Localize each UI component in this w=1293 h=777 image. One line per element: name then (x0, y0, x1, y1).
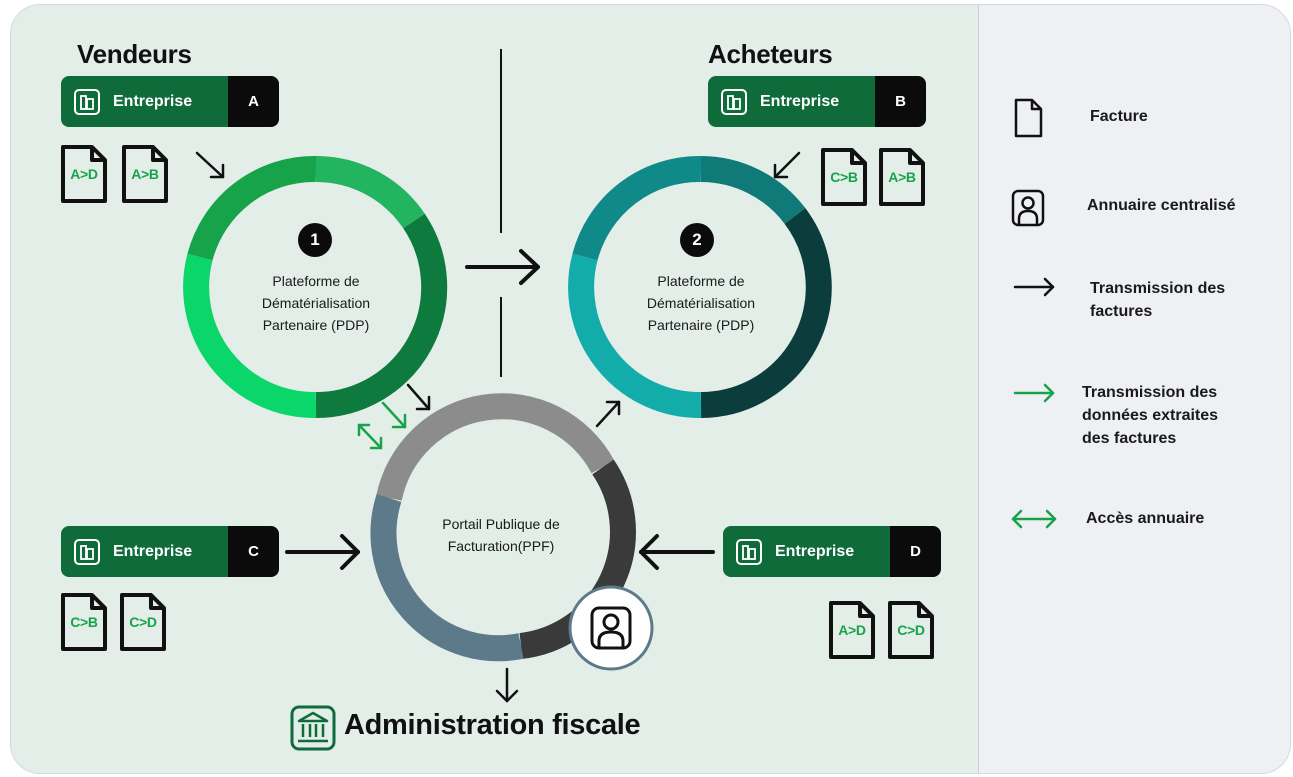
invoice-doc-b2: A>B (878, 147, 926, 207)
company-b: Entreprise B (708, 76, 926, 127)
company-a-letter: A (228, 76, 279, 127)
directory-badge (568, 585, 654, 671)
pdp2-number-badge: 2 (680, 223, 714, 257)
doc-label: A>B (888, 169, 916, 185)
ppf-ring (370, 393, 636, 662)
document-icon (879, 148, 925, 206)
company-a-label: Entreprise (113, 92, 193, 110)
building-icon (74, 88, 100, 115)
pdp2-ring (568, 155, 832, 419)
arrow-c-ppf (285, 534, 360, 570)
legend-transmission-factures: Transmission des factures (1090, 280, 1226, 320)
arrow-pdp1-pdp2 (465, 249, 540, 285)
doc-label: C>B (830, 169, 858, 185)
invoice-doc-c2: C>D (119, 592, 167, 652)
legend-acces-annuaire: Accès annuaire (1086, 510, 1205, 527)
doc-label: A>D (70, 166, 98, 182)
diagram-area: Vendeurs Acheteurs Entreprise A (11, 5, 977, 773)
arrow-d-ppf (639, 534, 715, 570)
document-icon (122, 145, 168, 203)
invoice-doc-a1: A>D (60, 144, 108, 204)
doc-label: C>D (129, 614, 157, 630)
doc-label: C>D (897, 622, 925, 638)
invoice-doc-d1: A>D (828, 600, 876, 660)
arrow-ppf-admin (495, 667, 519, 703)
arrow-a-pdp1 (195, 151, 225, 179)
green-arrow-pdp1-ppf (381, 401, 407, 429)
doc-label: A>D (838, 622, 866, 638)
invoice-doc-c1: C>B (60, 592, 108, 652)
rings-layer (183, 151, 832, 751)
document-icon (120, 593, 166, 651)
legend-facture: Facture (1090, 108, 1148, 125)
company-b-letter: B (875, 76, 926, 127)
green-double-arrow (357, 423, 383, 450)
document-icon (888, 601, 934, 659)
legend-double-arrow-icon (1011, 509, 1057, 529)
company-b-label: Entreprise (760, 92, 840, 110)
legend-icons (1011, 98, 1057, 529)
document-icon (821, 148, 867, 206)
legend-transmission-donnees: Transmission des données extraites des f… (1082, 384, 1219, 447)
doc-label: A>B (131, 166, 159, 182)
document-icon (61, 145, 107, 203)
company-d-letter: D (890, 526, 941, 577)
ppf-label: Portail Publique de Facturation(PPF) (442, 516, 560, 554)
legend-document-icon (1014, 98, 1043, 138)
building-icon (721, 88, 747, 115)
company-c-letter: C (228, 526, 279, 577)
acheteurs-title: Acheteurs (708, 39, 833, 69)
connectors-layer (500, 49, 502, 377)
arrow-b-pdp2 (773, 151, 801, 179)
company-c-label: Entreprise (113, 542, 193, 560)
invoice-doc-a2: A>B (121, 144, 169, 204)
invoice-doc-d2: C>D (887, 600, 935, 660)
legend-panel: Facture Annuaire centralisé Transmission… (978, 5, 1290, 773)
pdp1-label: Plateforme de Dématérialisation Partenai… (261, 273, 371, 333)
company-a: Entreprise A (61, 76, 279, 127)
legend-annuaire: Annuaire centralisé (1087, 197, 1236, 214)
legend-green-arrow-icon (1013, 383, 1055, 403)
arrow-ppf-pdp2 (595, 400, 621, 428)
doc-label: C>B (70, 614, 98, 630)
company-c: Entreprise C (61, 526, 279, 577)
legend-directory-icon (1011, 189, 1045, 227)
legend-black-arrow-icon (1013, 277, 1055, 297)
diagram-frame: Vendeurs Acheteurs Entreprise A (10, 4, 1291, 774)
building-icon (736, 538, 762, 565)
pdp2-label: Plateforme de Dématérialisation Partenai… (646, 273, 756, 333)
building-icon (74, 538, 100, 565)
arrow-pdp1-ppf (406, 383, 431, 411)
company-d: Entreprise D (723, 526, 941, 577)
pdp1-number-badge: 1 (298, 223, 332, 257)
invoice-doc-b1: C>B (820, 147, 868, 207)
pdp1-ring (183, 155, 448, 419)
bank-icon (290, 705, 336, 751)
document-icon (61, 593, 107, 651)
vendeurs-title: Vendeurs (77, 39, 192, 69)
company-d-label: Entreprise (775, 542, 855, 560)
admin-fiscale-label: Administration fiscale (344, 709, 641, 741)
document-icon (829, 601, 875, 659)
